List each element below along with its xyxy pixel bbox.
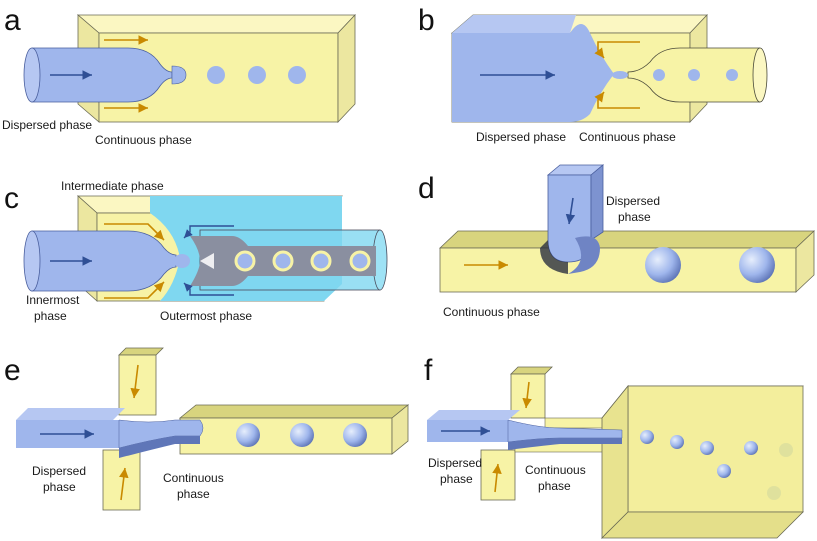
- continuous-flow-arrow: [522, 381, 532, 409]
- droplet: [288, 66, 306, 84]
- double-emulsion-droplet: [272, 250, 294, 272]
- droplet: [207, 66, 225, 84]
- outermost-flow-arrow: [183, 225, 234, 239]
- droplet: [726, 69, 738, 81]
- label-dispersed-1: Dispersed: [428, 456, 482, 470]
- panel-a: a Dispersed phase Continuous phase: [2, 4, 356, 147]
- label-continuous-1: Continuous: [525, 463, 586, 477]
- inner-capillary-inlet: [23, 230, 41, 292]
- double-emulsion-droplet: [234, 250, 256, 272]
- dispersed-inlet-top: [427, 410, 520, 420]
- dispersed-shadow: [540, 240, 568, 274]
- capillary-inlet: [23, 47, 41, 103]
- panel-letter-d: d: [418, 172, 435, 205]
- forming-droplet: [612, 71, 628, 79]
- panel-e: e Dispersed phase Continuous phase: [4, 347, 410, 511]
- panel-letter-a: a: [4, 4, 21, 37]
- label-dispersed-2: phase: [618, 210, 651, 224]
- droplet-sphere: [236, 423, 260, 447]
- droplet-sphere: [717, 464, 731, 478]
- forming-droplet: [174, 254, 190, 268]
- panel-letter-f: f: [424, 354, 433, 387]
- panel-letter-b: b: [418, 4, 435, 37]
- panel-letter-e: e: [4, 354, 21, 387]
- continuous-flow-arrow: [594, 91, 640, 109]
- capillary-outlet: [752, 47, 768, 103]
- droplet-sphere-faint: [779, 443, 793, 457]
- continuous-flow-arrow: [119, 467, 129, 501]
- dispersed-region: [452, 24, 614, 122]
- inlet-side-face: [590, 164, 604, 241]
- cross-channel-top: [510, 366, 553, 375]
- continuous-flow-arrow: [130, 364, 140, 399]
- droplet: [653, 69, 665, 81]
- label-intermediate-phase: Intermediate phase: [61, 179, 164, 193]
- intermediate-flow-arrow: [104, 223, 165, 241]
- label-dispersed-2: phase: [440, 472, 473, 486]
- droplet-sphere: [645, 247, 681, 283]
- droplet: [688, 69, 700, 81]
- cross-channel-upper: [118, 354, 157, 416]
- label-outermost-phase: Outermost phase: [160, 309, 252, 323]
- label-continuous-2: phase: [538, 479, 571, 493]
- jet-tip: [200, 253, 214, 269]
- droplet-sphere: [640, 430, 654, 444]
- main-channel-top: [178, 404, 410, 419]
- panel-f: f Dispersed phase Continuous phase: [424, 354, 804, 539]
- label-continuous-1: Continuous: [163, 471, 224, 485]
- droplet-sphere: [744, 441, 758, 455]
- label-innermost-2: phase: [34, 309, 67, 323]
- continuous-flow-arrow: [594, 41, 640, 59]
- droplet-sphere: [700, 441, 714, 455]
- droplet-sphere: [343, 423, 367, 447]
- cross-channel-lower: [102, 449, 141, 511]
- main-channel-end: [391, 404, 409, 455]
- channel-front-face: [439, 247, 797, 293]
- label-innermost-1: Innermost: [26, 293, 80, 307]
- outermost-flow-arrow: [183, 282, 234, 296]
- cross-channel-top: [118, 347, 164, 356]
- panel-d: d Dispersed phase Continuous phase: [418, 164, 816, 319]
- dispersed-flow-arrow: [565, 197, 576, 225]
- cross-channel-lower: [480, 449, 516, 501]
- label-continuous-phase: Continuous phase: [443, 305, 540, 319]
- panel-b: b Dispersed phase Continuous phase: [418, 4, 768, 144]
- continuous-flow-arrow: [492, 463, 502, 493]
- chamber-side-face: [601, 384, 629, 539]
- double-emulsion-droplet: [349, 250, 371, 272]
- dispersed-thread-shadow: [119, 436, 200, 458]
- label-continuous-phase: Continuous phase: [579, 130, 676, 144]
- channel-top-face: [76, 14, 356, 34]
- channel-end-face: [337, 13, 356, 124]
- label-dispersed-phase: Dispersed phase: [476, 130, 566, 144]
- chamber-bottom-face: [601, 511, 804, 539]
- label-continuous-2: phase: [177, 487, 210, 501]
- channel-top-face: [438, 230, 816, 249]
- label-dispersed-phase: Dispersed phase: [2, 118, 92, 132]
- label-continuous-phase: Continuous phase: [95, 133, 192, 147]
- dispersed-thread-shadow: [508, 438, 622, 450]
- droplet-sphere: [290, 423, 314, 447]
- droplet: [248, 66, 266, 84]
- label-dispersed-2: phase: [43, 480, 76, 494]
- label-dispersed-1: Dispersed: [32, 464, 86, 478]
- droplet-sphere: [670, 435, 684, 449]
- droplet-sphere: [739, 247, 775, 283]
- forming-droplet: [171, 65, 187, 85]
- droplet-sphere-faint: [767, 486, 781, 500]
- label-dispersed-1: Dispersed: [606, 194, 660, 208]
- double-emulsion-droplet: [310, 250, 332, 272]
- channel-end-face: [795, 230, 815, 293]
- intermediate-flow-arrow: [104, 281, 165, 299]
- dispersed-inlet-top: [16, 408, 125, 420]
- dispersed-tip: [568, 236, 600, 274]
- dispersed-region-top: [452, 15, 576, 33]
- panel-c: c Intermediate phase Innermost phase Out…: [4, 179, 388, 323]
- panel-letter-c: c: [4, 182, 19, 215]
